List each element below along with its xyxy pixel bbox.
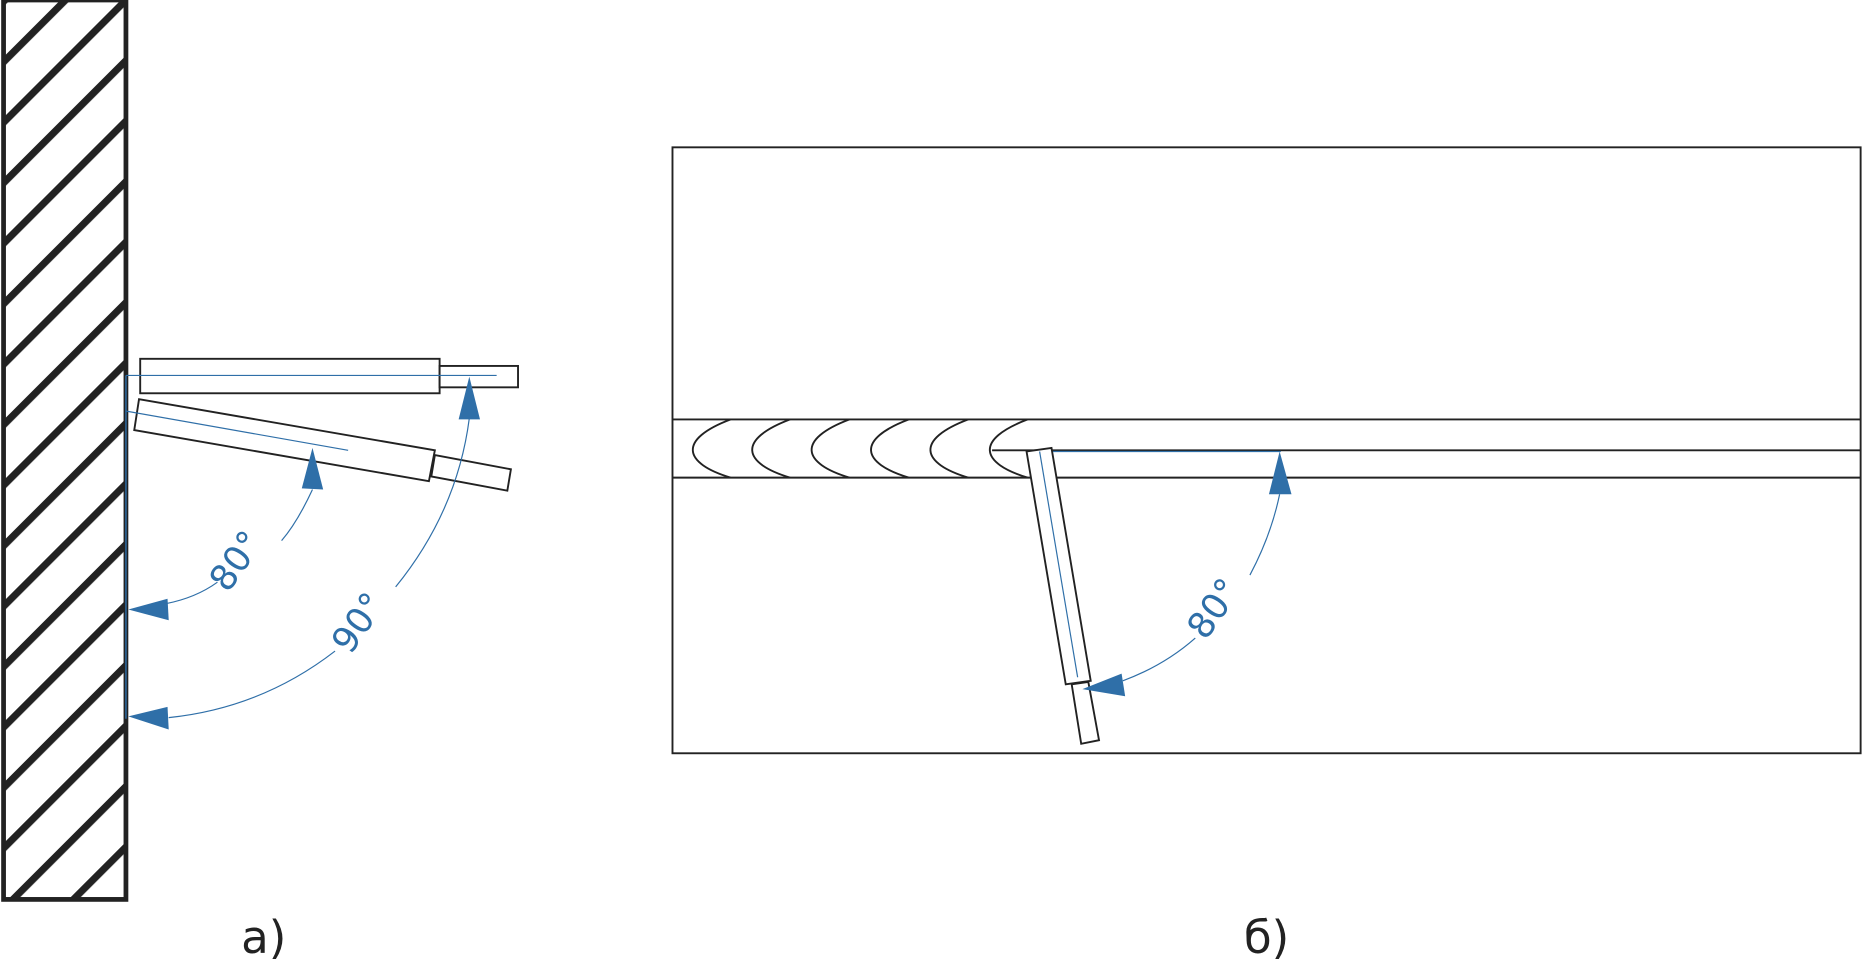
- hatched-wall: [1, 0, 129, 902]
- caption-b: б): [1244, 911, 1289, 960]
- electrode-tilted: [133, 398, 512, 492]
- arrowhead-up: [1268, 451, 1292, 495]
- arrowhead-up: [301, 447, 324, 490]
- angle-90-dimension: [168, 418, 470, 719]
- arrowhead-left: [1082, 673, 1126, 697]
- arrowhead-up: [458, 376, 481, 420]
- angle-80-label: 80°: [202, 524, 272, 599]
- weld-seam: [672, 418, 1861, 479]
- arrowhead-left: [128, 598, 169, 621]
- angle-80-dimension: [166, 489, 314, 605]
- electrode-axis: [1039, 451, 1079, 678]
- panel-a: 80° 90° а): [1, 0, 519, 960]
- arrowhead-left: [128, 706, 169, 730]
- electrode-tilted-axis: [125, 410, 349, 451]
- panel-b: 80° б): [671, 146, 1862, 960]
- caption-a: а): [241, 911, 286, 960]
- angle-90-label: 90°: [324, 585, 394, 660]
- angle-80-dimension: [1122, 494, 1281, 682]
